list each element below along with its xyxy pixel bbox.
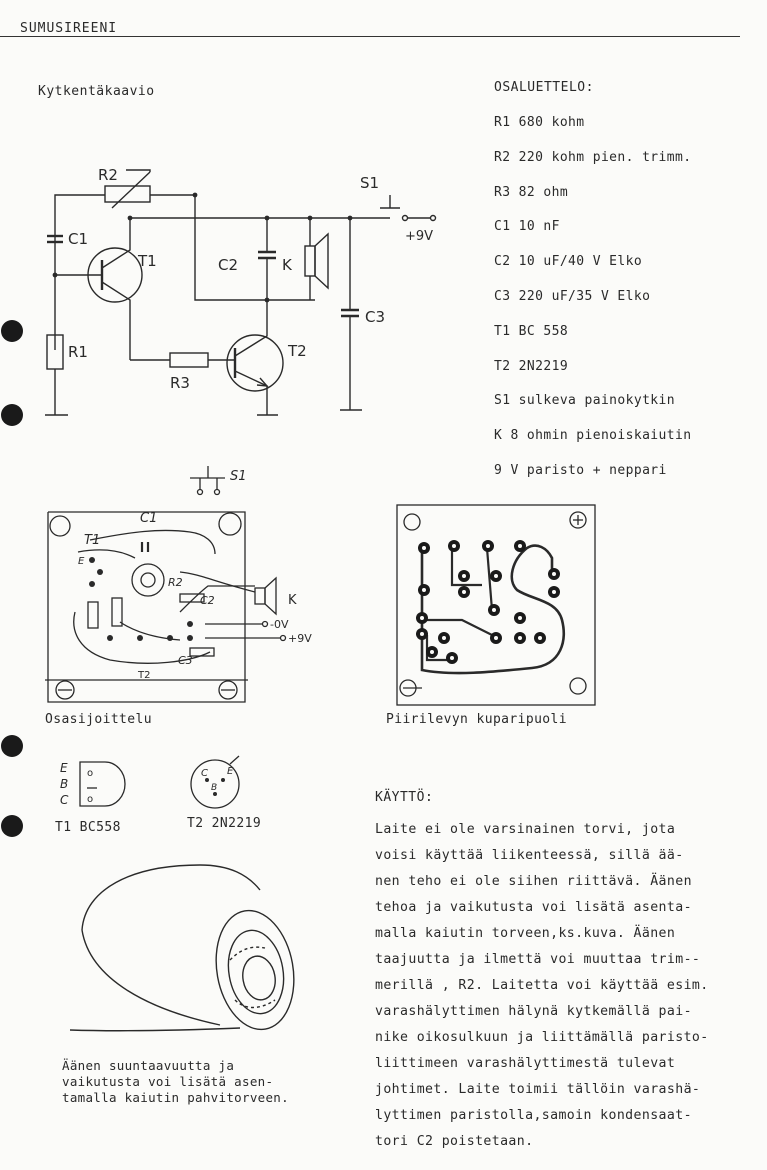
layout-caption: Osasijoittelu <box>45 712 152 727</box>
svg-text:o: o <box>87 794 93 805</box>
layout-label-c2: C2 <box>200 594 215 607</box>
parts-list-item: R1 680 kohm <box>494 115 585 130</box>
parts-list-item: S1 sulkeva painokytkin <box>494 393 675 409</box>
copper-side-caption: Piirilevyn kuparipuoli <box>386 712 567 727</box>
parts-list-item: C3 220 uF/35 V Elko <box>494 288 651 304</box>
pin-label-e: E <box>60 761 68 775</box>
usage-line: johtimet. Laite toimii tällöin varashä- <box>375 1082 701 1097</box>
transistor-pinouts: o o E B C C E B <box>60 755 240 809</box>
schematic-label-r2: R2 <box>98 166 118 184</box>
usage-line: Laite ei ole varsinainen torvi, jota <box>375 822 676 837</box>
schematic-label-t1: T1 <box>137 252 157 270</box>
component-layout-diagram: S1 C1 T1 E R2 C2 K -0V +9V C3 T2 <box>45 466 312 703</box>
layout-label-r2: R2 <box>168 576 183 589</box>
usage-line: lyttimen paristolla,samoin kondensaat- <box>375 1108 692 1123</box>
parts-list-item: K 8 ohmin pienoiskaiutin <box>494 428 692 444</box>
t2-pin-label-b: B <box>211 783 217 793</box>
layout-label-t1: T1 <box>84 533 100 548</box>
layout-label-c1: C1 <box>140 511 157 526</box>
t1-caption: T1 BC558 <box>55 820 121 835</box>
schematic-label-c1: C1 <box>68 230 88 248</box>
usage-line: voisi käyttää liikenteessä, sillä ää- <box>375 848 684 863</box>
usage-line: merillä , R2. Laitetta voi käyttää esim. <box>375 978 709 993</box>
binder-hole <box>1 404 23 426</box>
pin-label-b: B <box>60 777 68 791</box>
layout-label-s1: S1 <box>230 469 247 484</box>
usage-line: taajuutta ja ilmettä voi muuttaa trim-- <box>375 952 701 967</box>
t2-pin-label-c: C <box>201 768 208 779</box>
parts-list-item: R3 82 ohm <box>494 184 569 200</box>
parts-list-item: 9 V paristo + neppari <box>494 462 667 478</box>
horn-caption: Äänen suuntaavuutta ja vaikutusta voi li… <box>62 1058 289 1106</box>
schematic-title: Kytkentäkaavio <box>38 84 155 99</box>
parts-list-title: OSALUETTELO: <box>494 80 594 95</box>
usage-line: tori C2 poistetaan. <box>375 1134 534 1149</box>
parts-list-item: T2 2N2219 <box>494 358 569 374</box>
svg-text:o: o <box>87 768 93 779</box>
schematic-label-r3: R3 <box>170 374 190 392</box>
schematic-label-k: K <box>282 256 293 274</box>
copper-side-diagram <box>396 504 596 706</box>
horn-caption-line: tamalla kaiutin pahvitorveen. <box>62 1090 289 1105</box>
usage-line: nike oikosulkuun ja liittämällä paristo- <box>375 1030 709 1045</box>
horn-caption-line: Äänen suuntaavuutta ja <box>62 1058 235 1073</box>
pin-label-c: C <box>60 793 69 807</box>
schematic-label-c2: C2 <box>218 256 238 274</box>
t2-pin-label-e: E <box>227 766 234 777</box>
layout-label-plus9v: +9V <box>288 632 312 645</box>
layout-label-e: E <box>78 556 85 567</box>
schematic-label-s1: S1 <box>360 174 379 192</box>
parts-list: OSALUETTELO: R1 680 kohm R2 220 kohm pie… <box>494 80 691 498</box>
usage-line: malla kaiutin torveen,ks.kuva. Äänen <box>375 926 676 941</box>
usage-text: Laite ei ole varsinainen torvi, jota voi… <box>375 822 715 1160</box>
parts-list-item: R2 220 kohm pien. trimm. <box>494 149 692 165</box>
layout-label-c3: C3 <box>178 654 193 667</box>
binder-hole <box>1 735 23 757</box>
page-header-title: SUMUSIREENI <box>20 21 118 36</box>
header-rule <box>0 36 740 37</box>
layout-label-k: K <box>288 593 297 608</box>
schematic-label-t2: T2 <box>287 342 307 360</box>
usage-title: KÄYTTÖ: <box>375 790 434 805</box>
schematic-label-r1: R1 <box>68 343 88 361</box>
usage-line: varashälyttimen hälynä kytkemällä pai- <box>375 1004 692 1019</box>
schematic-label-plus9v: +9V <box>405 229 433 244</box>
horn-caption-line: vaikutusta voi lisätä asen- <box>62 1074 274 1089</box>
t2-caption: T2 2N2219 <box>187 816 262 831</box>
usage-line: nen teho ei ole siihen riittävä. Äänen <box>375 874 692 889</box>
usage-line: tehoa ja vaikutusta voi lisätä asenta- <box>375 900 692 915</box>
horn-illustration <box>70 864 295 1032</box>
parts-list-item: C1 10 nF <box>494 219 560 235</box>
layout-label-t2: T2 <box>137 670 150 681</box>
binder-hole <box>1 815 23 837</box>
binder-hole <box>1 320 23 342</box>
parts-list-item: T1 BC 558 <box>494 323 569 339</box>
circuit-schematic: R2 C1 T1 C2 K S1 +9V C3 R1 T2 R3 <box>45 166 437 416</box>
parts-list-item: C2 10 uF/40 V Elko <box>494 254 643 270</box>
schematic-label-c3: C3 <box>365 308 385 326</box>
layout-label-minus0v: -0V <box>270 618 289 631</box>
usage-line: liittimeen varashälyttimestä tulevat <box>375 1056 676 1071</box>
